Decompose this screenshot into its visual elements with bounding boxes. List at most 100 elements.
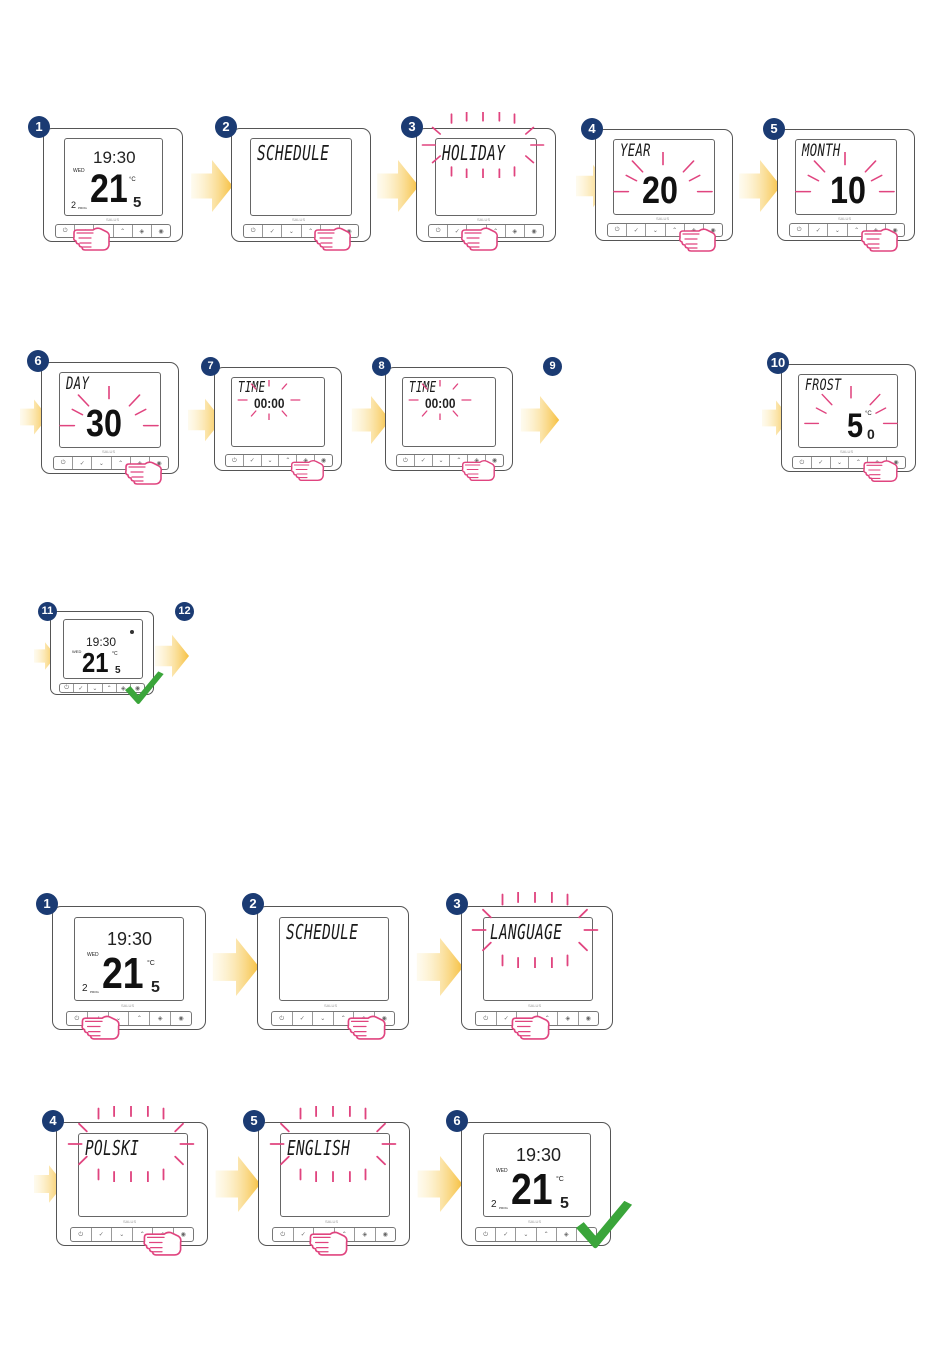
flame-button[interactable]: ◈ [506,225,525,237]
program-number: 2 [491,1199,497,1210]
arrow-right-icon [414,938,466,996]
menu-text: SCHEDULE [286,920,359,944]
step-badge: 7 [201,357,220,376]
power-button[interactable]: ⏻ [54,457,74,469]
power-button[interactable]: ⏻ [226,455,244,466]
power-button[interactable]: ⏻ [429,225,449,237]
up-button[interactable]: ⌃ [335,1228,355,1241]
fan-button[interactable]: ◉ [180,1231,186,1238]
up-button[interactable]: ⌃ [112,457,131,469]
power-button[interactable]: ⏻ [71,1228,92,1241]
lcd-screen: LANGUAGE [483,917,593,1001]
ok-button[interactable]: ✓ [244,455,262,466]
flame-button[interactable]: ◈ [557,1228,577,1241]
setting-label: MONTH [802,141,841,161]
fan-button[interactable]: ◉ [382,1231,388,1238]
up-button[interactable]: ⌃ [848,224,867,236]
lcd-screen: SCHEDULE [250,138,352,216]
brand-logo: SALUS [292,217,306,222]
flame-button[interactable]: ◈ [558,1012,579,1025]
arrow-right-icon [155,634,189,678]
power-button[interactable]: ⏻ [476,1228,497,1241]
flame-button[interactable]: ◈ [150,1012,172,1025]
ok-button[interactable]: ✓ [92,1228,112,1241]
thermostat-device: SCHEDULE SALUS ⏻✓⌄⌃◈◉ [231,128,371,242]
step-badge: 1 [28,116,50,138]
down-button[interactable]: ⌄ [433,455,451,466]
down-button[interactable]: ⌄ [112,1228,133,1241]
hand-press-icon [311,223,353,253]
down-button[interactable]: ⌄ [92,457,112,469]
ok-button[interactable]: ✓ [812,457,831,468]
power-button[interactable]: ⏻ [272,1012,293,1025]
fan-button[interactable]: ◉ [892,226,898,234]
fan-button[interactable]: ◉ [531,227,537,235]
power-button[interactable]: ⏻ [608,224,628,236]
degree-unit: °C [556,1176,564,1183]
fan-button[interactable]: ◉ [346,227,352,235]
up-button[interactable]: ⌃ [103,684,117,692]
fan-button[interactable]: ◉ [156,459,162,467]
down-button[interactable]: ⌄ [646,224,666,236]
up-button[interactable]: ⌃ [114,225,133,237]
down-button[interactable]: ⌄ [313,1012,334,1025]
power-button[interactable]: ⏻ [476,1012,497,1025]
power-button[interactable]: ⏻ [273,1228,294,1241]
ok-button[interactable]: ✓ [415,455,433,466]
fan-button[interactable]: ◉ [320,457,327,464]
degree-unit: °C [112,651,118,657]
thermostat-device: 19:30 WED 21 °C 5 2 PROG SALUS ⏻✓⌄⌃◈◉ [52,906,206,1030]
fan-button[interactable]: ◉ [381,1015,387,1022]
down-button[interactable]: ⌄ [282,225,302,237]
menu-text: SCHEDULE [257,141,330,165]
up-button[interactable]: ⌃ [537,1228,557,1241]
setting-value: 20 [642,170,678,212]
power-button[interactable]: ⏻ [244,225,264,237]
flame-button[interactable]: ◈ [133,225,152,237]
ok-button[interactable]: ✓ [809,224,829,236]
flame-button[interactable]: ◈ [355,1228,376,1241]
step-badge: 11 [38,602,57,621]
hand-press-icon [458,223,500,253]
setting-value: 00:00 [254,395,285,411]
brand-logo: SALUS [656,216,670,221]
fan-button[interactable]: ◉ [134,684,141,692]
down-button[interactable]: ⌄ [831,457,850,468]
fan-button[interactable]: ◉ [710,226,716,234]
up-button[interactable]: ⌃ [279,455,298,466]
up-button[interactable]: ⌃ [487,225,506,237]
menu-text: ENGLISH [287,1136,351,1160]
ok-button[interactable]: ✓ [627,224,647,236]
lcd-screen: YEAR 20 [613,139,715,215]
fan-button[interactable]: ◉ [585,1015,591,1022]
down-button[interactable]: ⌄ [109,1012,130,1025]
fan-button[interactable]: ◉ [178,1015,184,1022]
up-button[interactable]: ⌃ [129,1012,151,1025]
down-button[interactable]: ⌄ [262,455,280,466]
fan-button[interactable]: ◉ [893,459,899,466]
hand-press-icon [140,1227,184,1258]
temperature-int: 21 [82,647,109,678]
brand-logo: SALUS [528,1003,542,1008]
setting-value: 10 [830,170,866,212]
ok-button[interactable]: ✓ [74,684,89,692]
up-button[interactable]: ⌃ [666,224,685,236]
power-button[interactable]: ⏻ [60,684,75,692]
up-button[interactable]: ⌃ [538,1012,558,1025]
down-button[interactable]: ⌄ [828,224,848,236]
fan-button[interactable]: ◉ [491,457,498,464]
thermostat-device: SCHEDULE SALUS ⏻✓⌄⌃◈◉ [257,906,409,1030]
power-button[interactable]: ⏻ [397,455,415,466]
ok-button[interactable]: ✓ [496,1228,517,1241]
power-button[interactable]: ⏻ [793,457,812,468]
ok-button[interactable]: ✓ [293,1012,313,1025]
up-button[interactable]: ⌃ [450,455,469,466]
fan-button[interactable]: ◉ [158,227,164,235]
temperature-dec: 5 [151,979,160,996]
ok-button[interactable]: ✓ [73,457,93,469]
down-button[interactable]: ⌄ [516,1228,537,1241]
power-button[interactable]: ⏻ [790,224,810,236]
ok-button[interactable]: ✓ [263,225,283,237]
lcd-screen: TIME 00:00 [402,377,496,447]
down-button[interactable]: ⌄ [88,684,103,692]
